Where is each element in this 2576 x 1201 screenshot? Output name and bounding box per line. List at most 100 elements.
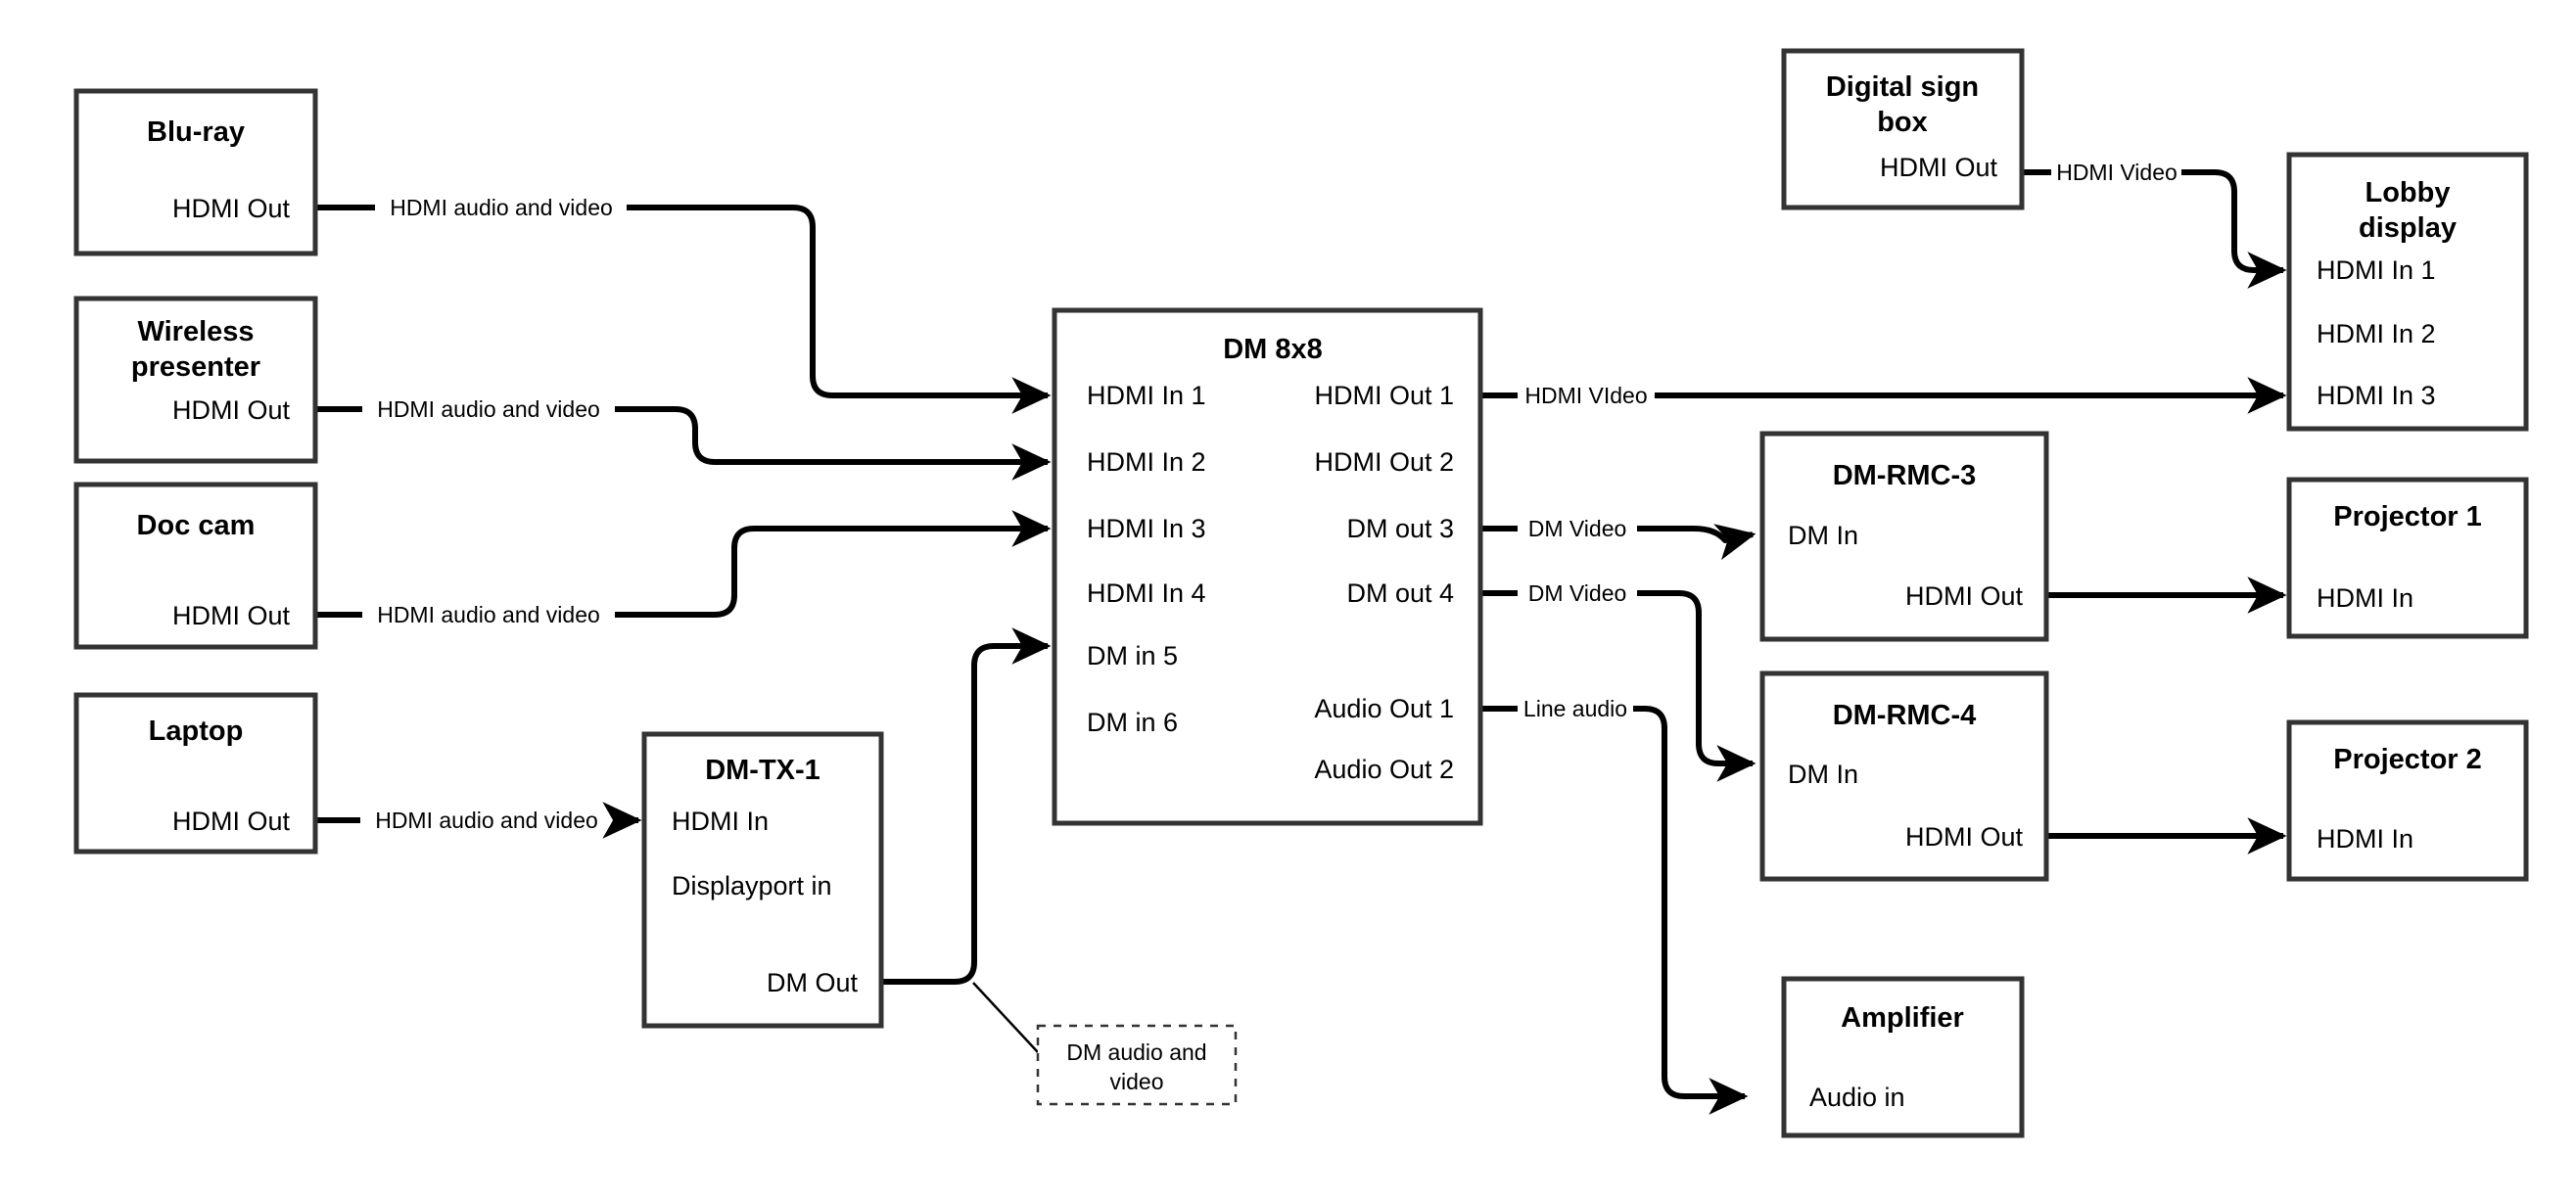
connection-dm-out4-to-rmc4: DM Video	[1480, 580, 1756, 782]
connection-dm-out1-to-lobby-in3: HDMI VIdeo	[1480, 377, 2287, 414]
device-title-line2: display	[2359, 212, 2457, 244]
device-title-line1: Wireless	[137, 316, 254, 347]
connection-label: HDMI VIdeo	[1524, 383, 1647, 408]
device-title: Blu-ray	[147, 116, 245, 148]
port-dm-out-3: DM out 3	[1346, 514, 1454, 543]
device-dm-8x8[interactable]: DM 8x8 HDMI In 1 HDMI In 2 HDMI In 3 HDM…	[1052, 307, 1483, 826]
device-title: DM 8x8	[1223, 334, 1323, 365]
port-hdmi-in: HDMI In	[2317, 583, 2413, 613]
device-box[interactable]	[1759, 431, 2049, 642]
connection-label: HDMI Video	[2056, 160, 2178, 185]
device-dm-rmc-3[interactable]: DM-RMC-3 DM In HDMI Out	[1759, 431, 2049, 642]
port-hdmi-in-1: HDMI In 1	[1087, 381, 1206, 410]
device-box[interactable]	[73, 482, 318, 650]
wire-path	[615, 406, 1052, 481]
device-title: DM-RMC-3	[1833, 460, 1977, 491]
connection-label: DM Video	[1528, 516, 1627, 541]
port-hdmi-in-1: HDMI In 1	[2317, 255, 2436, 285]
port-hdmi-in-3: HDMI In 3	[2317, 381, 2436, 410]
port-audio-out-2: Audio Out 2	[1314, 755, 1454, 784]
wire-path	[615, 510, 1052, 618]
connection-bluray-to-dm-in1: HDMI audio and video	[315, 195, 1052, 414]
device-box[interactable]	[73, 296, 318, 464]
port-displayport-in: Displayport in	[672, 871, 832, 901]
device-box[interactable]	[1781, 976, 2025, 1138]
device-title-line2: presenter	[131, 351, 260, 383]
device-title: DM-RMC-4	[1833, 700, 1977, 731]
port-hdmi-out: HDMI Out	[172, 395, 291, 425]
port-hdmi-out: HDMI Out	[172, 601, 291, 630]
port-audio-in: Audio in	[1809, 1083, 1905, 1112]
port-dm-out-4: DM out 4	[1346, 578, 1454, 608]
note-line1: DM audio and	[1066, 1039, 1206, 1065]
wire-path	[2181, 169, 2287, 289]
device-amplifier[interactable]: Amplifier Audio in	[1781, 976, 2025, 1138]
device-laptop[interactable]: Laptop HDMI Out	[73, 692, 318, 855]
port-dm-in-6: DM in 6	[1087, 708, 1178, 737]
port-hdmi-in-2: HDMI In 2	[2317, 319, 2436, 348]
device-box[interactable]	[2286, 719, 2529, 882]
note-dm-audio-and-video: DM audio and video	[1036, 1024, 1238, 1106]
device-title: DM-TX-1	[705, 755, 820, 786]
device-title-line1: Lobby	[2365, 177, 2451, 208]
port-dm-in: DM In	[1788, 521, 1858, 550]
connection-doccam-to-dm-in3: HDMI audio and video	[315, 510, 1052, 627]
port-hdmi-in: HDMI In	[672, 807, 769, 836]
note-line2: video	[1110, 1069, 1164, 1094]
connection-sign-to-lobby-in1: HDMI Video	[2022, 160, 2287, 289]
device-title-line2: box	[1877, 107, 1928, 138]
device-title: Laptop	[149, 716, 244, 747]
device-dm-tx-1[interactable]: DM-TX-1 HDMI In Displayport in DM Out	[641, 731, 884, 1029]
wire-path	[1637, 590, 1756, 782]
connection-wireless-to-dm-in2: HDMI audio and video	[315, 396, 1052, 481]
connection-label: DM Video	[1528, 580, 1627, 606]
device-title: Projector 2	[2333, 744, 2482, 775]
port-hdmi-out: HDMI Out	[1880, 153, 1998, 182]
device-box[interactable]	[1052, 307, 1483, 826]
device-title: Doc cam	[137, 510, 256, 541]
port-dm-in-5: DM in 5	[1087, 641, 1178, 670]
device-box[interactable]	[73, 88, 318, 256]
connection-dm-out3-to-rmc3: DM Video	[1480, 516, 1756, 561]
device-title: Amplifier	[1841, 1002, 1964, 1034]
port-hdmi-out: HDMI Out	[172, 807, 291, 836]
port-hdmi-in-4: HDMI In 4	[1087, 578, 1206, 608]
device-box[interactable]	[2286, 152, 2529, 432]
device-title-line1: Digital sign	[1826, 71, 1979, 103]
port-hdmi-in-3: HDMI In 3	[1087, 514, 1206, 543]
device-box[interactable]	[2286, 477, 2529, 639]
connection-label: HDMI audio and video	[377, 396, 600, 422]
device-doc-cam[interactable]: Doc cam HDMI Out	[73, 482, 318, 650]
device-box[interactable]	[641, 731, 884, 1029]
connection-label: HDMI audio and video	[375, 808, 598, 833]
port-hdmi-out: HDMI Out	[1905, 822, 2024, 852]
port-hdmi-out: HDMI Out	[172, 194, 291, 223]
device-lobby-display[interactable]: Lobby display HDMI In 1 HDMI In 2 HDMI I…	[2286, 152, 2529, 432]
device-blu-ray[interactable]: Blu-ray HDMI Out	[73, 88, 318, 256]
device-box[interactable]	[1781, 48, 2025, 210]
port-dm-out: DM Out	[767, 968, 859, 997]
device-wireless-presenter[interactable]: Wireless presenter HDMI Out	[73, 296, 318, 464]
port-hdmi-out-2: HDMI Out 2	[1314, 447, 1454, 477]
device-box[interactable]	[1759, 670, 2049, 882]
wire-path	[1637, 524, 1756, 561]
port-hdmi-out: HDMI Out	[1905, 581, 2024, 611]
device-digital-sign-box[interactable]: Digital sign box HDMI Out	[1781, 48, 2025, 210]
note-leader-line	[972, 982, 1039, 1053]
note-box	[1036, 1024, 1238, 1106]
wire-path	[627, 205, 1052, 414]
device-projector-1[interactable]: Projector 1 HDMI In	[2286, 477, 2529, 639]
wire-path	[1633, 706, 1749, 1115]
port-dm-in: DM In	[1788, 760, 1858, 789]
port-hdmi-in: HDMI In	[2317, 824, 2413, 854]
port-hdmi-out-1: HDMI Out 1	[1314, 381, 1454, 410]
device-dm-rmc-4[interactable]: DM-RMC-4 DM In HDMI Out	[1759, 670, 2049, 882]
connection-label: HDMI audio and video	[377, 602, 600, 627]
device-box[interactable]	[73, 692, 318, 855]
connection-laptop-to-tx-hdmi-in: HDMI audio and video	[315, 802, 642, 839]
connection-label: Line audio	[1523, 696, 1627, 721]
device-projector-2[interactable]: Projector 2 HDMI In	[2286, 719, 2529, 882]
connection-dm-audio1-to-amp: Line audio	[1480, 696, 1749, 1115]
